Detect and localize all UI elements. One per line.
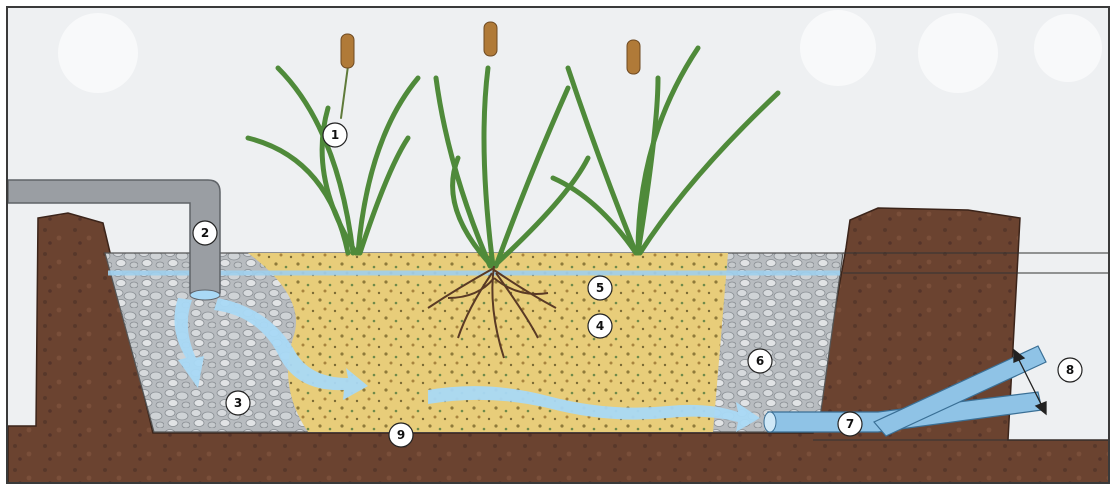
svg-text:9: 9 xyxy=(397,428,405,442)
callout-3: 3 xyxy=(226,391,250,415)
svg-text:8: 8 xyxy=(1066,363,1074,377)
svg-text:2: 2 xyxy=(201,226,209,240)
diagram-frame: 1 2 3 4 5 6 7 8 9 xyxy=(6,6,1110,484)
inlet-outflow xyxy=(190,290,220,300)
svg-text:4: 4 xyxy=(596,319,604,333)
svg-text:7: 7 xyxy=(846,417,854,431)
svg-text:1: 1 xyxy=(331,128,339,142)
bg-blob xyxy=(800,10,876,86)
callout-9: 9 xyxy=(389,423,413,447)
svg-text:6: 6 xyxy=(756,354,764,368)
bg-blob xyxy=(918,13,998,93)
callout-6: 6 xyxy=(748,349,772,373)
callout-5: 5 xyxy=(588,276,612,300)
bg-blob xyxy=(58,13,138,93)
callout-7: 7 xyxy=(838,412,862,436)
svg-text:5: 5 xyxy=(596,281,604,295)
outlet-opening xyxy=(764,412,776,432)
callout-4: 4 xyxy=(588,314,612,338)
callout-8: 8 xyxy=(1058,358,1082,382)
callout-2: 2 xyxy=(193,221,217,245)
bg-blob xyxy=(1034,14,1102,82)
callout-1: 1 xyxy=(323,123,347,147)
wetland-diagram: 1 2 3 4 5 6 7 8 9 xyxy=(8,8,1110,484)
svg-text:3: 3 xyxy=(234,396,242,410)
